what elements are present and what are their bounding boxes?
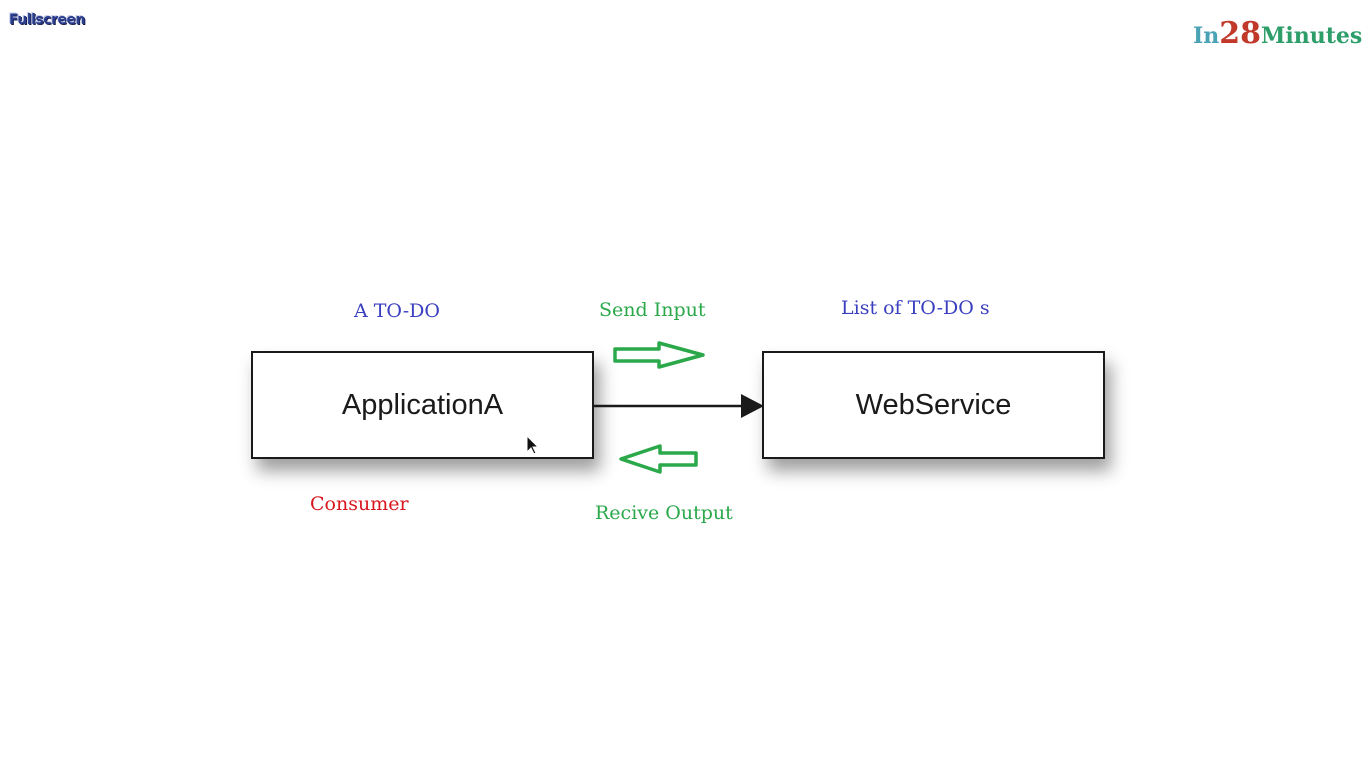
consumer-role-label: Consumer: [310, 493, 409, 515]
webservice-label: WebService: [855, 388, 1012, 421]
logo-in-text: In: [1193, 23, 1220, 49]
in28minutes-logo: In28Minutes: [1193, 16, 1362, 51]
webservice-box: WebService: [762, 351, 1105, 459]
send-input-label: Send Input: [599, 299, 706, 321]
receive-arrow-icon: [619, 444, 698, 474]
logo-minutes-text: Minutes: [1261, 23, 1363, 49]
fullscreen-button[interactable]: Fullscreen: [9, 12, 85, 28]
application-a-label: ApplicationA: [341, 388, 504, 421]
consumer-note: A TO-DO: [354, 300, 440, 322]
send-arrow-icon: [613, 341, 705, 369]
connector-arrowhead: [741, 394, 764, 418]
application-a-box: ApplicationA: [251, 351, 594, 459]
logo-number-text: 28: [1219, 16, 1262, 51]
mouse-cursor-icon: [526, 434, 540, 455]
provider-note: List of TO-DO s: [841, 297, 990, 319]
receive-output-label: Recive Output: [595, 502, 733, 524]
